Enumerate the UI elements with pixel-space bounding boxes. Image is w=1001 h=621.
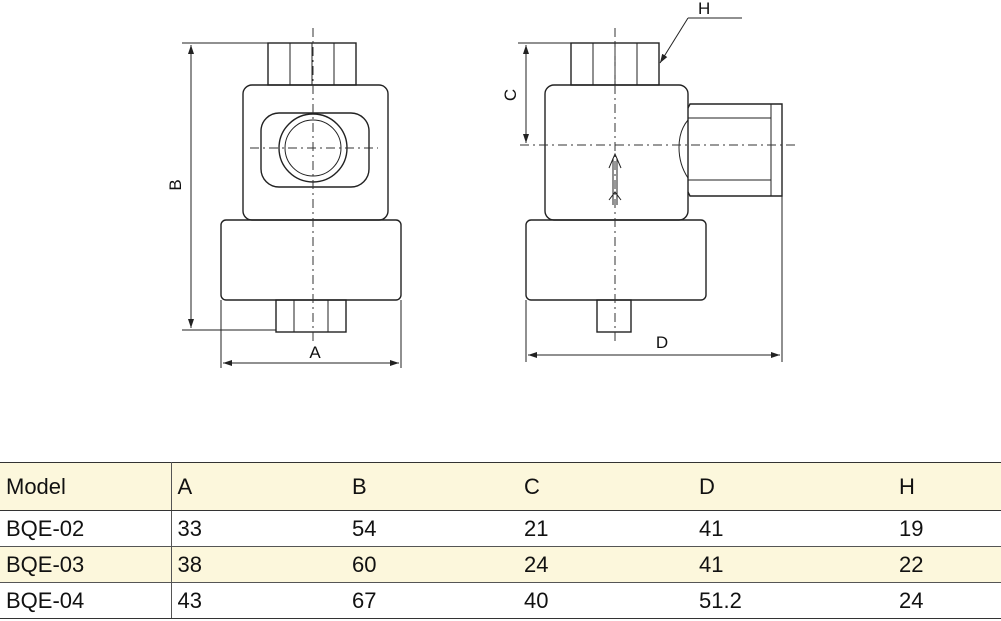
flow-direction-arrow-icon bbox=[608, 152, 622, 205]
header-b: B bbox=[346, 462, 518, 511]
cell-b: 67 bbox=[346, 582, 518, 619]
table-row: BQE-02 33 54 21 41 19 bbox=[0, 510, 1001, 547]
dimension-b-label: B bbox=[166, 179, 185, 190]
dimension-a-label: A bbox=[309, 343, 321, 362]
cell-c: 40 bbox=[518, 582, 693, 619]
cell-model: BQE-03 bbox=[0, 546, 172, 583]
header-model: Model bbox=[0, 462, 172, 511]
side-base bbox=[525, 219, 707, 301]
header-c: C bbox=[518, 462, 693, 511]
front-terminal-block bbox=[267, 42, 357, 86]
side-bottom-stem bbox=[596, 299, 632, 333]
cell-a: 38 bbox=[171, 546, 346, 583]
table-row: BQE-03 38 60 24 41 22 bbox=[0, 546, 1001, 583]
front-coil-body bbox=[242, 84, 389, 221]
header-h: H bbox=[893, 462, 1001, 511]
cell-h: 22 bbox=[893, 546, 1001, 583]
dimension-b: B bbox=[166, 42, 276, 331]
side-port-pipe bbox=[687, 103, 783, 197]
dimension-d: D bbox=[525, 196, 783, 362]
header-d: D bbox=[693, 462, 893, 511]
cell-h: 19 bbox=[893, 510, 1001, 547]
dimension-c: C bbox=[501, 42, 571, 143]
cell-model: BQE-04 bbox=[0, 582, 172, 619]
table-row: BQE-04 43 67 40 51.2 24 bbox=[0, 582, 1001, 619]
dimension-h-label: H bbox=[698, 0, 710, 18]
model-dimension-table: Model A B C D H BQE-02 33 54 21 41 19 BQ… bbox=[0, 462, 1001, 619]
table-header-row: Model A B C D H bbox=[0, 462, 1001, 511]
dimension-d-label: D bbox=[656, 333, 668, 352]
dimension-c-label: C bbox=[501, 89, 520, 101]
header-a: A bbox=[171, 462, 346, 511]
cell-model: BQE-02 bbox=[0, 510, 172, 547]
cell-a: 43 bbox=[171, 582, 346, 619]
cell-a: 33 bbox=[171, 510, 346, 547]
cell-d: 51.2 bbox=[693, 582, 893, 619]
cell-c: 21 bbox=[518, 510, 693, 547]
front-base bbox=[220, 219, 402, 301]
cell-d: 41 bbox=[693, 546, 893, 583]
front-bottom-nut bbox=[275, 299, 347, 333]
side-view bbox=[520, 28, 795, 345]
dimension-h: H bbox=[659, 0, 742, 64]
cell-c: 24 bbox=[518, 546, 693, 583]
front-view bbox=[220, 28, 402, 345]
dimension-a: A bbox=[220, 300, 402, 368]
front-port-boss bbox=[260, 112, 370, 188]
valve-dimension-drawing: B A bbox=[166, 0, 795, 368]
cell-d: 41 bbox=[693, 510, 893, 547]
cell-b: 54 bbox=[346, 510, 518, 547]
cell-h: 24 bbox=[893, 582, 1001, 619]
cell-b: 60 bbox=[346, 546, 518, 583]
